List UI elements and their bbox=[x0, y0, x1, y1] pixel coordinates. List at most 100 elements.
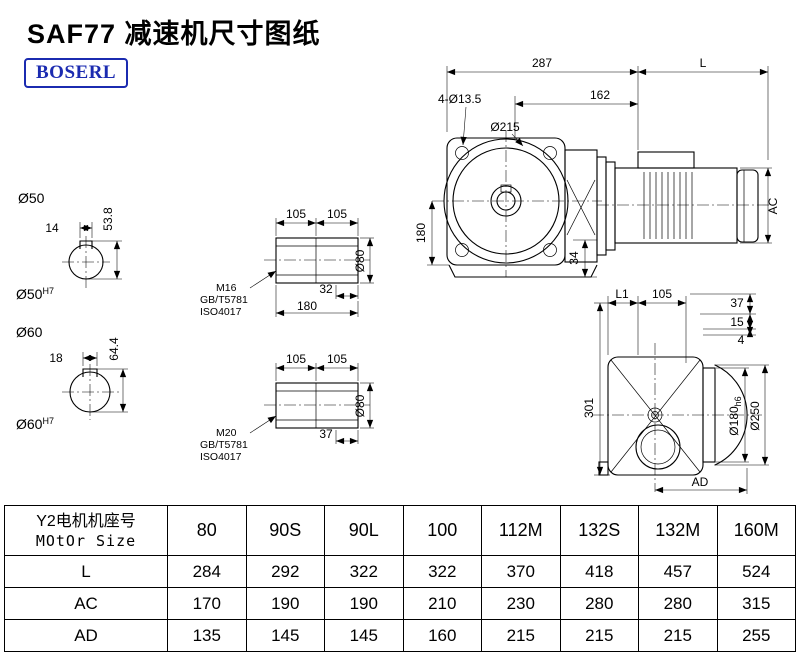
thread-label: M16 bbox=[216, 282, 237, 294]
dim-180-label: 180 bbox=[414, 223, 428, 243]
bolt-hole bbox=[543, 243, 557, 257]
fit-base: Ø180 bbox=[727, 406, 741, 436]
dim-37-label: 37 bbox=[730, 296, 744, 310]
dim-bolt-holes-label: 4-Ø13.5 bbox=[438, 92, 482, 106]
header-cn: Y2电机机座号 bbox=[36, 512, 136, 530]
cell: 418 bbox=[559, 555, 639, 588]
thread-label: M20 bbox=[216, 427, 237, 439]
cell: 190 bbox=[324, 587, 404, 620]
dim-34-label: 34 bbox=[567, 251, 581, 265]
cell: 215 bbox=[481, 619, 561, 652]
dim-14-label: 14 bbox=[45, 221, 59, 235]
dim-15-label: 15 bbox=[730, 315, 744, 329]
row-label-ac: AC bbox=[4, 587, 168, 620]
fit-base: Ø50 bbox=[16, 286, 43, 302]
std-iso-label: ISO4017 bbox=[200, 451, 242, 463]
label-d60: Ø60 bbox=[16, 324, 43, 340]
table-row-AC: AC 170 190 190 210 230 280 280 315 bbox=[4, 587, 796, 620]
cell: 135 bbox=[167, 619, 247, 652]
dim-162-label: 162 bbox=[590, 88, 610, 102]
table-header-motor-size: Y2电机机座号 MOtOr Size bbox=[4, 505, 168, 556]
cell: 322 bbox=[402, 555, 482, 588]
header-en: MOtOr Size bbox=[35, 532, 137, 551]
std-iso-label: ISO4017 bbox=[200, 306, 242, 318]
fit-base: Ø60 bbox=[16, 416, 43, 432]
dim-32-label: 32 bbox=[319, 282, 333, 296]
table-header-row: Y2电机机座号 MOtOr Size 80 90S 90L 100 112M 1… bbox=[4, 505, 796, 556]
dim-180-shaft-label: 180 bbox=[297, 299, 317, 313]
cell: 230 bbox=[481, 587, 561, 620]
cell: 457 bbox=[638, 555, 718, 588]
cell: 160 bbox=[402, 619, 482, 652]
brand-logo: BOSERL bbox=[24, 58, 129, 88]
dim-105a-label: 105 bbox=[286, 207, 306, 221]
dim-d250-label: Ø250 bbox=[748, 401, 762, 431]
motor bbox=[596, 151, 772, 256]
dim-L1-label: L1 bbox=[615, 287, 629, 301]
dim-d180h6-label: Ø180h6 bbox=[727, 396, 743, 435]
fit-sup: H7 bbox=[42, 416, 54, 426]
dim-53.8-label: 53.8 bbox=[101, 207, 115, 231]
table-header-size: 132M bbox=[638, 505, 718, 556]
cell: 145 bbox=[324, 619, 404, 652]
dim-105a-label: 105 bbox=[286, 352, 306, 366]
std-gb-label: GB/T5781 bbox=[200, 439, 248, 451]
dim-105b-label: 105 bbox=[327, 207, 347, 221]
dim-AD-label: AD bbox=[692, 475, 709, 489]
dim-301-label: 301 bbox=[582, 398, 596, 418]
cell: 524 bbox=[716, 555, 796, 588]
table-row-L: L 284 292 322 322 370 418 457 524 bbox=[4, 555, 796, 588]
cell: 315 bbox=[716, 587, 796, 620]
label-d60-fit: Ø60H7 bbox=[16, 416, 54, 432]
cell: 280 bbox=[559, 587, 639, 620]
fan-cover bbox=[736, 169, 759, 243]
side-view-dimensions: L1 105 37 15 4 301 Ø180h6 Ø250 bbox=[582, 287, 769, 494]
table-header-size: 100 bbox=[402, 505, 482, 556]
front-view bbox=[432, 130, 772, 278]
cell: 215 bbox=[559, 619, 639, 652]
shaft-detail-m16: 105 105 M16 GB/T5781 ISO4017 32 180 Ø80 bbox=[200, 207, 374, 318]
dim-AC-label: AC bbox=[766, 197, 780, 214]
motor-size-table: Y2电机机座号 MOtOr Size 80 90S 90L 100 112M 1… bbox=[4, 505, 796, 652]
bolt-hole bbox=[543, 146, 557, 160]
cell: 190 bbox=[245, 587, 325, 620]
dim-d215-label: Ø215 bbox=[490, 120, 520, 134]
cell: 210 bbox=[402, 587, 482, 620]
dim-37-label: 37 bbox=[319, 427, 333, 441]
fit-sup: h6 bbox=[733, 396, 743, 406]
cell: 215 bbox=[638, 619, 718, 652]
dim-105-label: 105 bbox=[652, 287, 672, 301]
shaft-detail-m20: 105 105 M20 GB/T5781 ISO4017 37 Ø80 bbox=[200, 352, 374, 463]
cell: 145 bbox=[245, 619, 325, 652]
table-header-size: 132S bbox=[559, 505, 639, 556]
front-view-dimensions: 287 L 162 4-Ø13.5 Ø215 180 34 AC bbox=[414, 56, 780, 278]
cell: 255 bbox=[716, 619, 796, 652]
bolt-hole bbox=[455, 243, 469, 257]
dim-64.4-label: 64.4 bbox=[107, 337, 121, 361]
bore-detail-60: 18 64.4 Ø60 Ø60H7 bbox=[16, 324, 128, 432]
table-header-size: 90L bbox=[324, 505, 404, 556]
label-d50-fit: Ø50H7 bbox=[16, 286, 54, 302]
cell: 370 bbox=[481, 555, 561, 588]
cell: 322 bbox=[324, 555, 404, 588]
dim-d80-label: Ø80 bbox=[353, 394, 367, 417]
cell: 284 bbox=[167, 555, 247, 588]
table-header-size: 160M bbox=[716, 505, 796, 556]
row-label-ad: AD bbox=[4, 619, 168, 652]
std-gb-label: GB/T5781 bbox=[200, 294, 248, 306]
cell: 280 bbox=[638, 587, 718, 620]
dim-d80-label: Ø80 bbox=[353, 249, 367, 272]
table-header-size: 112M bbox=[481, 505, 561, 556]
technical-drawing: 287 L 162 4-Ø13.5 Ø215 180 34 AC bbox=[16, 56, 780, 494]
table-header-size: 80 bbox=[167, 505, 247, 556]
bore-detail-50: 14 53.8 Ø50 Ø50H7 bbox=[16, 190, 122, 302]
bolt-hole bbox=[455, 146, 469, 160]
table-header-size: 90S bbox=[245, 505, 325, 556]
dim-18-label: 18 bbox=[49, 351, 63, 365]
row-label-l: L bbox=[4, 555, 168, 588]
page-title: SAF77 减速机尺寸图纸 bbox=[27, 19, 321, 49]
fit-sup: H7 bbox=[42, 286, 54, 296]
table-row-AD: AD 135 145 145 160 215 215 215 255 bbox=[4, 619, 796, 652]
cell: 170 bbox=[167, 587, 247, 620]
dim-287-label: 287 bbox=[532, 56, 552, 70]
